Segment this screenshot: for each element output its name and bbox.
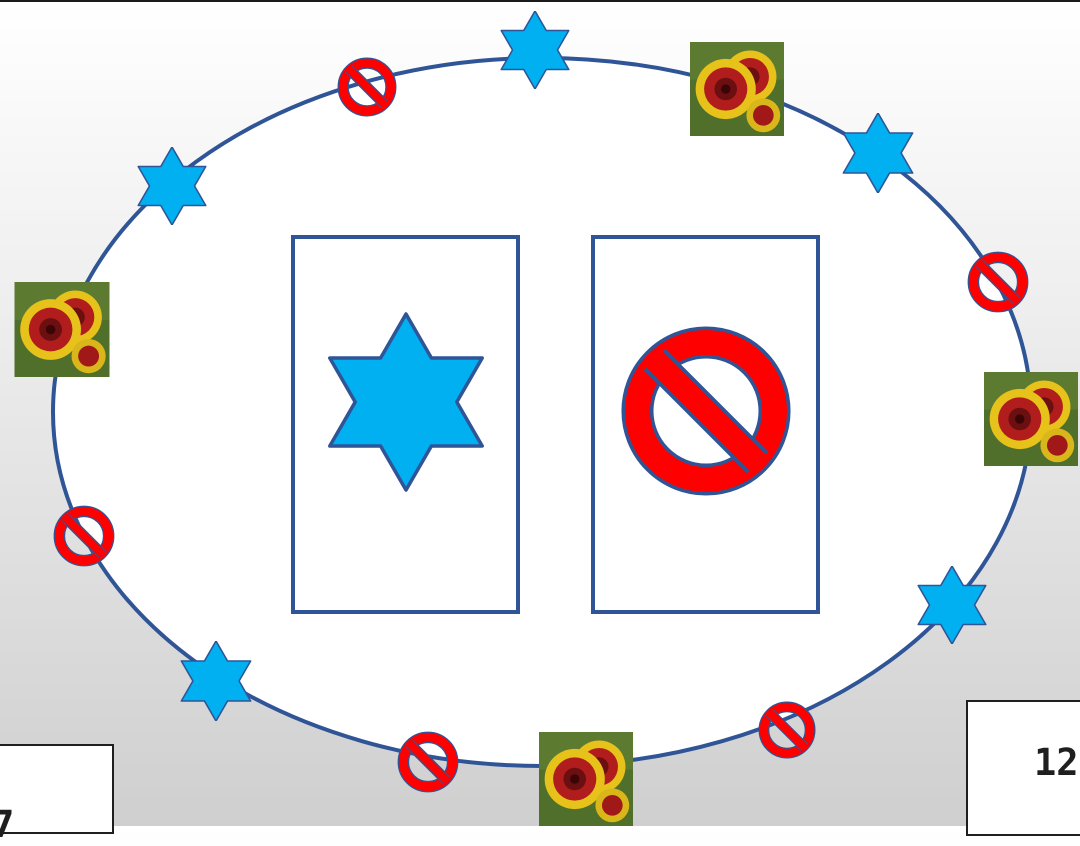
corner-box-right: 12 xyxy=(966,700,1080,836)
corner-number-left: 7 xyxy=(0,806,14,843)
corner-number-right: 12 xyxy=(1034,744,1079,781)
card-right xyxy=(593,237,818,612)
corner-box-left: 7 xyxy=(0,744,114,834)
flower-photo xyxy=(539,732,633,826)
flower-photo xyxy=(984,372,1078,466)
flower-photo xyxy=(15,282,110,377)
main-canvas xyxy=(0,0,1080,826)
flower-photo xyxy=(690,42,784,136)
card-left xyxy=(293,237,518,612)
